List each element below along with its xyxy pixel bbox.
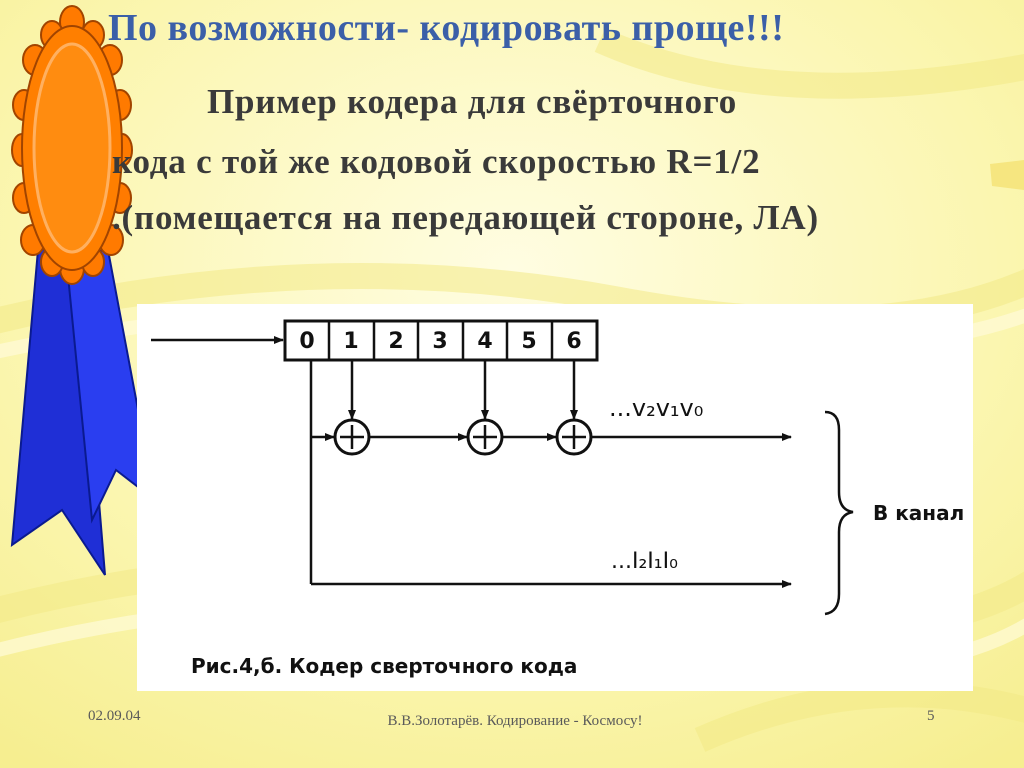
adder-1-icon: [333, 418, 371, 456]
register-cell-1: 1: [343, 329, 358, 354]
register-cell-5: 5: [521, 329, 536, 354]
footer-date: 02.09.04: [88, 708, 141, 724]
footer-author: В.В.Золотарёв. Кодирование - Космосу!: [387, 713, 643, 729]
output-i-label: ...I₂I₁I₀: [611, 549, 678, 574]
adder-3-icon: [555, 418, 593, 456]
subtitle-line-1: Пример кодера для свёрточного: [207, 82, 738, 121]
subtitle-line-3: .(помещается на передающей стороне, ЛА): [112, 198, 819, 237]
shift-register: [283, 319, 599, 362]
register-cell-6: 6: [566, 329, 581, 354]
register-cell-3: 3: [432, 329, 447, 354]
subtitle-line-2: кода с той же кодовой скоростью R=1/2: [112, 142, 761, 181]
channel-brace-icon: [824, 410, 854, 616]
register-cell-4: 4: [477, 329, 492, 354]
encoder-figure: 0 1 2 3 4 5 6 ...v₂v₁v₀ ...I₂I₁I₀ В кана…: [137, 304, 973, 691]
slide-title: По возможности- кодировать проще!!!: [108, 7, 785, 49]
medal-icon: [11, 5, 133, 285]
register-cell-2: 2: [388, 329, 403, 354]
adder-2-icon: [466, 418, 504, 456]
convolutional-encoder-diagram: 0 1 2 3 4 5 6 ...v₂v₁v₀ ...I₂I₁I₀ В кана…: [151, 319, 964, 678]
slide-number: 5: [927, 708, 935, 724]
figure-caption: Рис.4,б. Кодер сверточного кода: [191, 654, 577, 678]
award-ribbon-icon: [10, 5, 140, 576]
register-cell-0: 0: [299, 329, 314, 354]
output-v-label: ...v₂v₁v₀: [609, 394, 703, 422]
channel-label: В канал: [873, 501, 964, 525]
